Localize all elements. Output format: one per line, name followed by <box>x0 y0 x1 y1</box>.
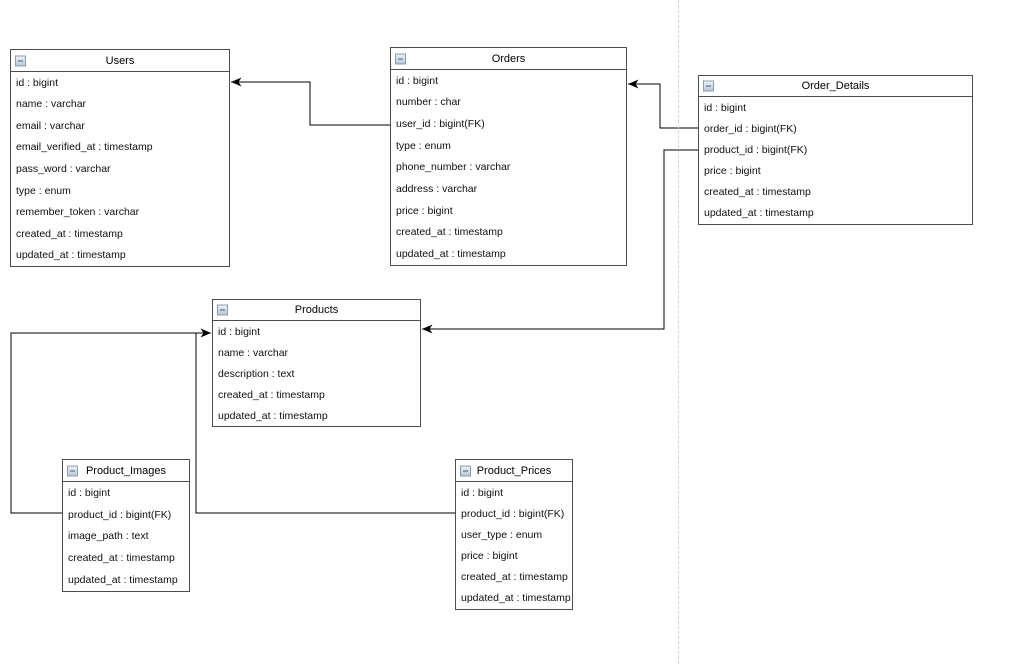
entity-table-products[interactable]: Products id : bigint name : varchar descrip… <box>212 299 421 427</box>
connector-orderdetails-productid-to-products-id[interactable] <box>422 149 698 334</box>
page-boundary-divider <box>678 0 679 664</box>
field-row[interactable]: order_id : bigint(FK) <box>704 122 797 135</box>
collapse-minus-icon[interactable] <box>67 465 78 476</box>
field-row[interactable]: updated_at : timestamp <box>218 409 328 422</box>
collapse-minus-icon[interactable] <box>703 80 714 92</box>
entity-header[interactable]: Product_Images <box>63 460 189 482</box>
field-row[interactable]: created_at : timestamp <box>396 226 503 239</box>
field-row[interactable]: email_verified_at : timestamp <box>16 141 153 154</box>
field-row[interactable]: address : varchar <box>396 183 478 196</box>
collapse-minus-icon[interactable] <box>217 304 228 316</box>
field-row[interactable]: created_at : timestamp <box>461 571 568 584</box>
field-row[interactable]: description : text <box>218 367 295 380</box>
entity-title: Users <box>105 54 135 67</box>
entity-title: Orders <box>491 52 526 65</box>
field-row[interactable]: name : varchar <box>16 98 87 111</box>
field-row[interactable]: updated_at : timestamp <box>16 249 126 262</box>
field-row[interactable]: id : bigint <box>461 486 504 499</box>
field-row[interactable]: created_at : timestamp <box>68 552 175 565</box>
connector-orders-userid-to-users-id[interactable] <box>231 77 390 126</box>
field-row[interactable]: type : enum <box>16 184 71 197</box>
collapse-minus-icon[interactable] <box>395 53 406 64</box>
field-row[interactable]: email : varchar <box>16 119 85 132</box>
field-row[interactable]: user_id : bigint(FK) <box>396 118 485 131</box>
entity-header[interactable]: Users <box>11 50 229 72</box>
entity-header[interactable]: Orders <box>391 48 626 70</box>
field-row[interactable]: created_at : timestamp <box>218 388 325 401</box>
field-row[interactable]: updated_at : timestamp <box>704 207 814 220</box>
collapse-minus-icon[interactable] <box>15 55 26 66</box>
field-row[interactable]: updated_at : timestamp <box>68 574 178 587</box>
connector-productimages-productid-to-products-id[interactable] <box>10 328 211 514</box>
entity-table-users[interactable]: Users id : bigint name : varchar email : va… <box>10 49 230 267</box>
field-row[interactable]: id : bigint <box>68 486 111 499</box>
entity-rows: id : bigint product_id : bigint(FK) image_… <box>63 482 189 591</box>
field-row[interactable]: user_type : enum <box>461 528 543 541</box>
collapse-minus-icon[interactable] <box>460 465 471 476</box>
field-row[interactable]: pass_word : varchar <box>16 162 111 175</box>
field-row[interactable]: name : varchar <box>218 346 289 359</box>
entity-rows: id : bigint order_id : bigint(FK) product_… <box>699 97 972 224</box>
field-row[interactable]: number : char <box>396 96 461 109</box>
field-row[interactable]: created_at : timestamp <box>16 227 123 240</box>
field-row[interactable]: id : bigint <box>704 101 747 114</box>
entity-title: Order_Details <box>801 80 870 92</box>
field-row[interactable]: product_id : bigint(FK) <box>461 507 565 520</box>
field-row[interactable]: remember_token : varchar <box>16 206 140 219</box>
field-row[interactable]: id : bigint <box>218 325 261 338</box>
field-row[interactable]: updated_at : timestamp <box>396 248 506 261</box>
field-row[interactable]: created_at : timestamp <box>704 186 811 199</box>
field-row[interactable]: price : bigint <box>396 204 453 217</box>
connector-productprices-productid-to-products-id[interactable] <box>195 332 455 514</box>
entity-header[interactable]: Product_Prices <box>456 460 572 482</box>
entity-table-orders[interactable]: Orders id : bigint number : char user_id : … <box>390 47 627 266</box>
entity-rows: id : bigint product_id : bigint(FK) user_t… <box>456 482 572 609</box>
entity-rows: id : bigint name : varchar email : varchar… <box>11 72 229 266</box>
entity-rows: id : bigint number : char user_id : bigint… <box>391 70 626 265</box>
field-row[interactable]: id : bigint <box>16 76 59 89</box>
entity-title: Products <box>294 304 339 316</box>
entity-header[interactable]: Order_Details <box>699 76 972 97</box>
field-row[interactable]: phone_number : varchar <box>396 161 511 174</box>
field-row[interactable]: type : enum <box>396 139 451 152</box>
entity-title: Product_Images <box>85 464 167 477</box>
field-row[interactable]: price : bigint <box>704 165 761 178</box>
field-row[interactable]: updated_at : timestamp <box>461 592 571 605</box>
connector-orderdetails-orderid-to-orders-id[interactable] <box>628 79 698 129</box>
entity-rows: id : bigint name : varchar description : t… <box>213 321 420 426</box>
field-row[interactable]: product_id : bigint(FK) <box>704 143 808 156</box>
field-row[interactable]: price : bigint <box>461 550 518 563</box>
entity-header[interactable]: Products <box>213 300 420 321</box>
field-row[interactable]: product_id : bigint(FK) <box>68 508 172 521</box>
field-row[interactable]: image_path : text <box>68 530 149 543</box>
field-row[interactable]: id : bigint <box>396 74 439 87</box>
entity-title: Product_Prices <box>476 464 552 477</box>
